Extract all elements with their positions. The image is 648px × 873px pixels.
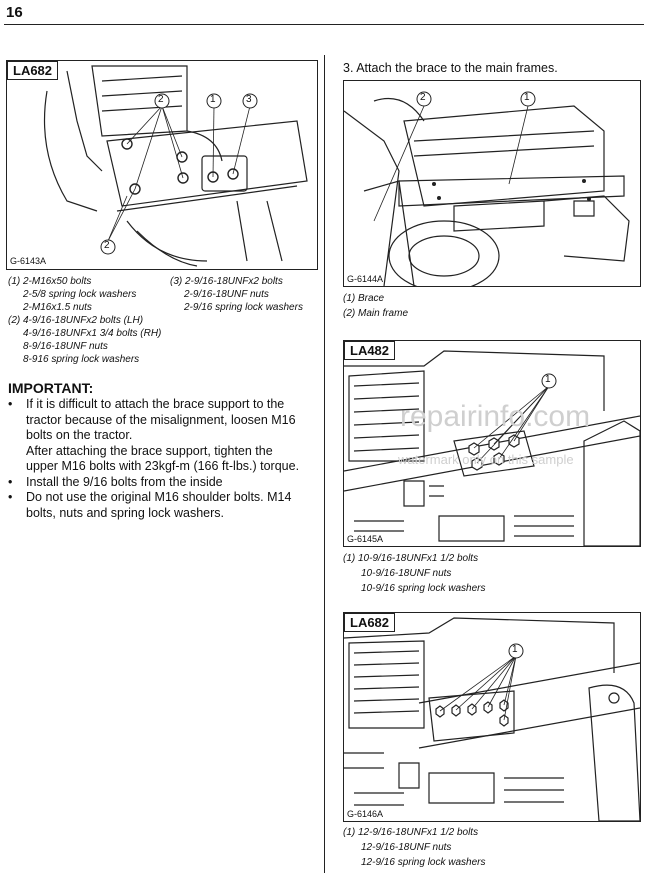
figure-tag: LA682: [7, 61, 59, 80]
callout-2: 2: [158, 94, 164, 105]
callout-1: 1: [524, 92, 530, 103]
figure-tag: LA482: [344, 341, 396, 360]
callout-1: 1: [512, 644, 518, 655]
figure-id: G-6146A: [347, 809, 384, 819]
header-rule: [4, 24, 644, 25]
figure-g6145a: LA482 1 G-6145A: [343, 340, 641, 547]
la482-bolt-plate-illustration: [344, 350, 640, 546]
callout-2: 2: [420, 92, 426, 103]
figure-id: G-6144A: [347, 274, 384, 284]
fig4-captions: (1) 12-9/16-18UNFx1 1/2 bolts 12-9/16-18…: [343, 827, 486, 868]
fig1-captions-left: (1) 2-M16x50 bolts 2-5/8 spring lock was…: [8, 276, 162, 365]
brace-main-frame-illustration: [344, 91, 630, 286]
figure-g6144a: 2 1 G-6144A: [343, 80, 641, 287]
figure-g6143a: LA682 2 1 3 2 G-6143A: [6, 60, 318, 270]
figure-id: G-6145A: [347, 534, 384, 544]
brace-support-illustration: [43, 65, 308, 267]
figure-id: G-6143A: [10, 256, 47, 266]
important-list: • If it is difficult to attach the brace…: [4, 397, 322, 521]
callout-1: 1: [210, 94, 216, 105]
callout-3: 3: [246, 94, 252, 105]
callout-1: 1: [545, 374, 551, 385]
figure-g6146a: LA682 1 G-6146A: [343, 612, 641, 822]
column-divider: [324, 55, 325, 873]
step-3: 3. Attach the brace to the main frames.: [343, 61, 558, 75]
callout-2-lower: 2: [104, 240, 110, 251]
watermark-notice: watermark only on this sample: [398, 452, 574, 467]
figure-tag: LA682: [344, 613, 396, 632]
important-bullet-3: • Do not use the original M16 shoulder b…: [8, 490, 292, 520]
important-bullet-2: • Install the 9/16 bolts from the inside: [8, 474, 223, 489]
watermark-domain: repairinfo.com: [400, 400, 591, 433]
important-bullet-1: • If it is difficult to attach the brace…: [8, 397, 300, 473]
la682-bolt-plate-illustration: [344, 617, 640, 821]
fig2-captions: (1) Brace (2) Main frame: [343, 293, 409, 319]
page-number: 16: [6, 4, 23, 21]
fig3-captions: (1) 10-9/16-18UNFx1 1/2 bolts 10-9/16-18…: [343, 553, 486, 594]
fig1-captions-right: (3) 2-9/16-18UNFx2 bolts 2-9/16-18UNF nu…: [170, 276, 303, 313]
important-heading: IMPORTANT:: [8, 380, 94, 396]
